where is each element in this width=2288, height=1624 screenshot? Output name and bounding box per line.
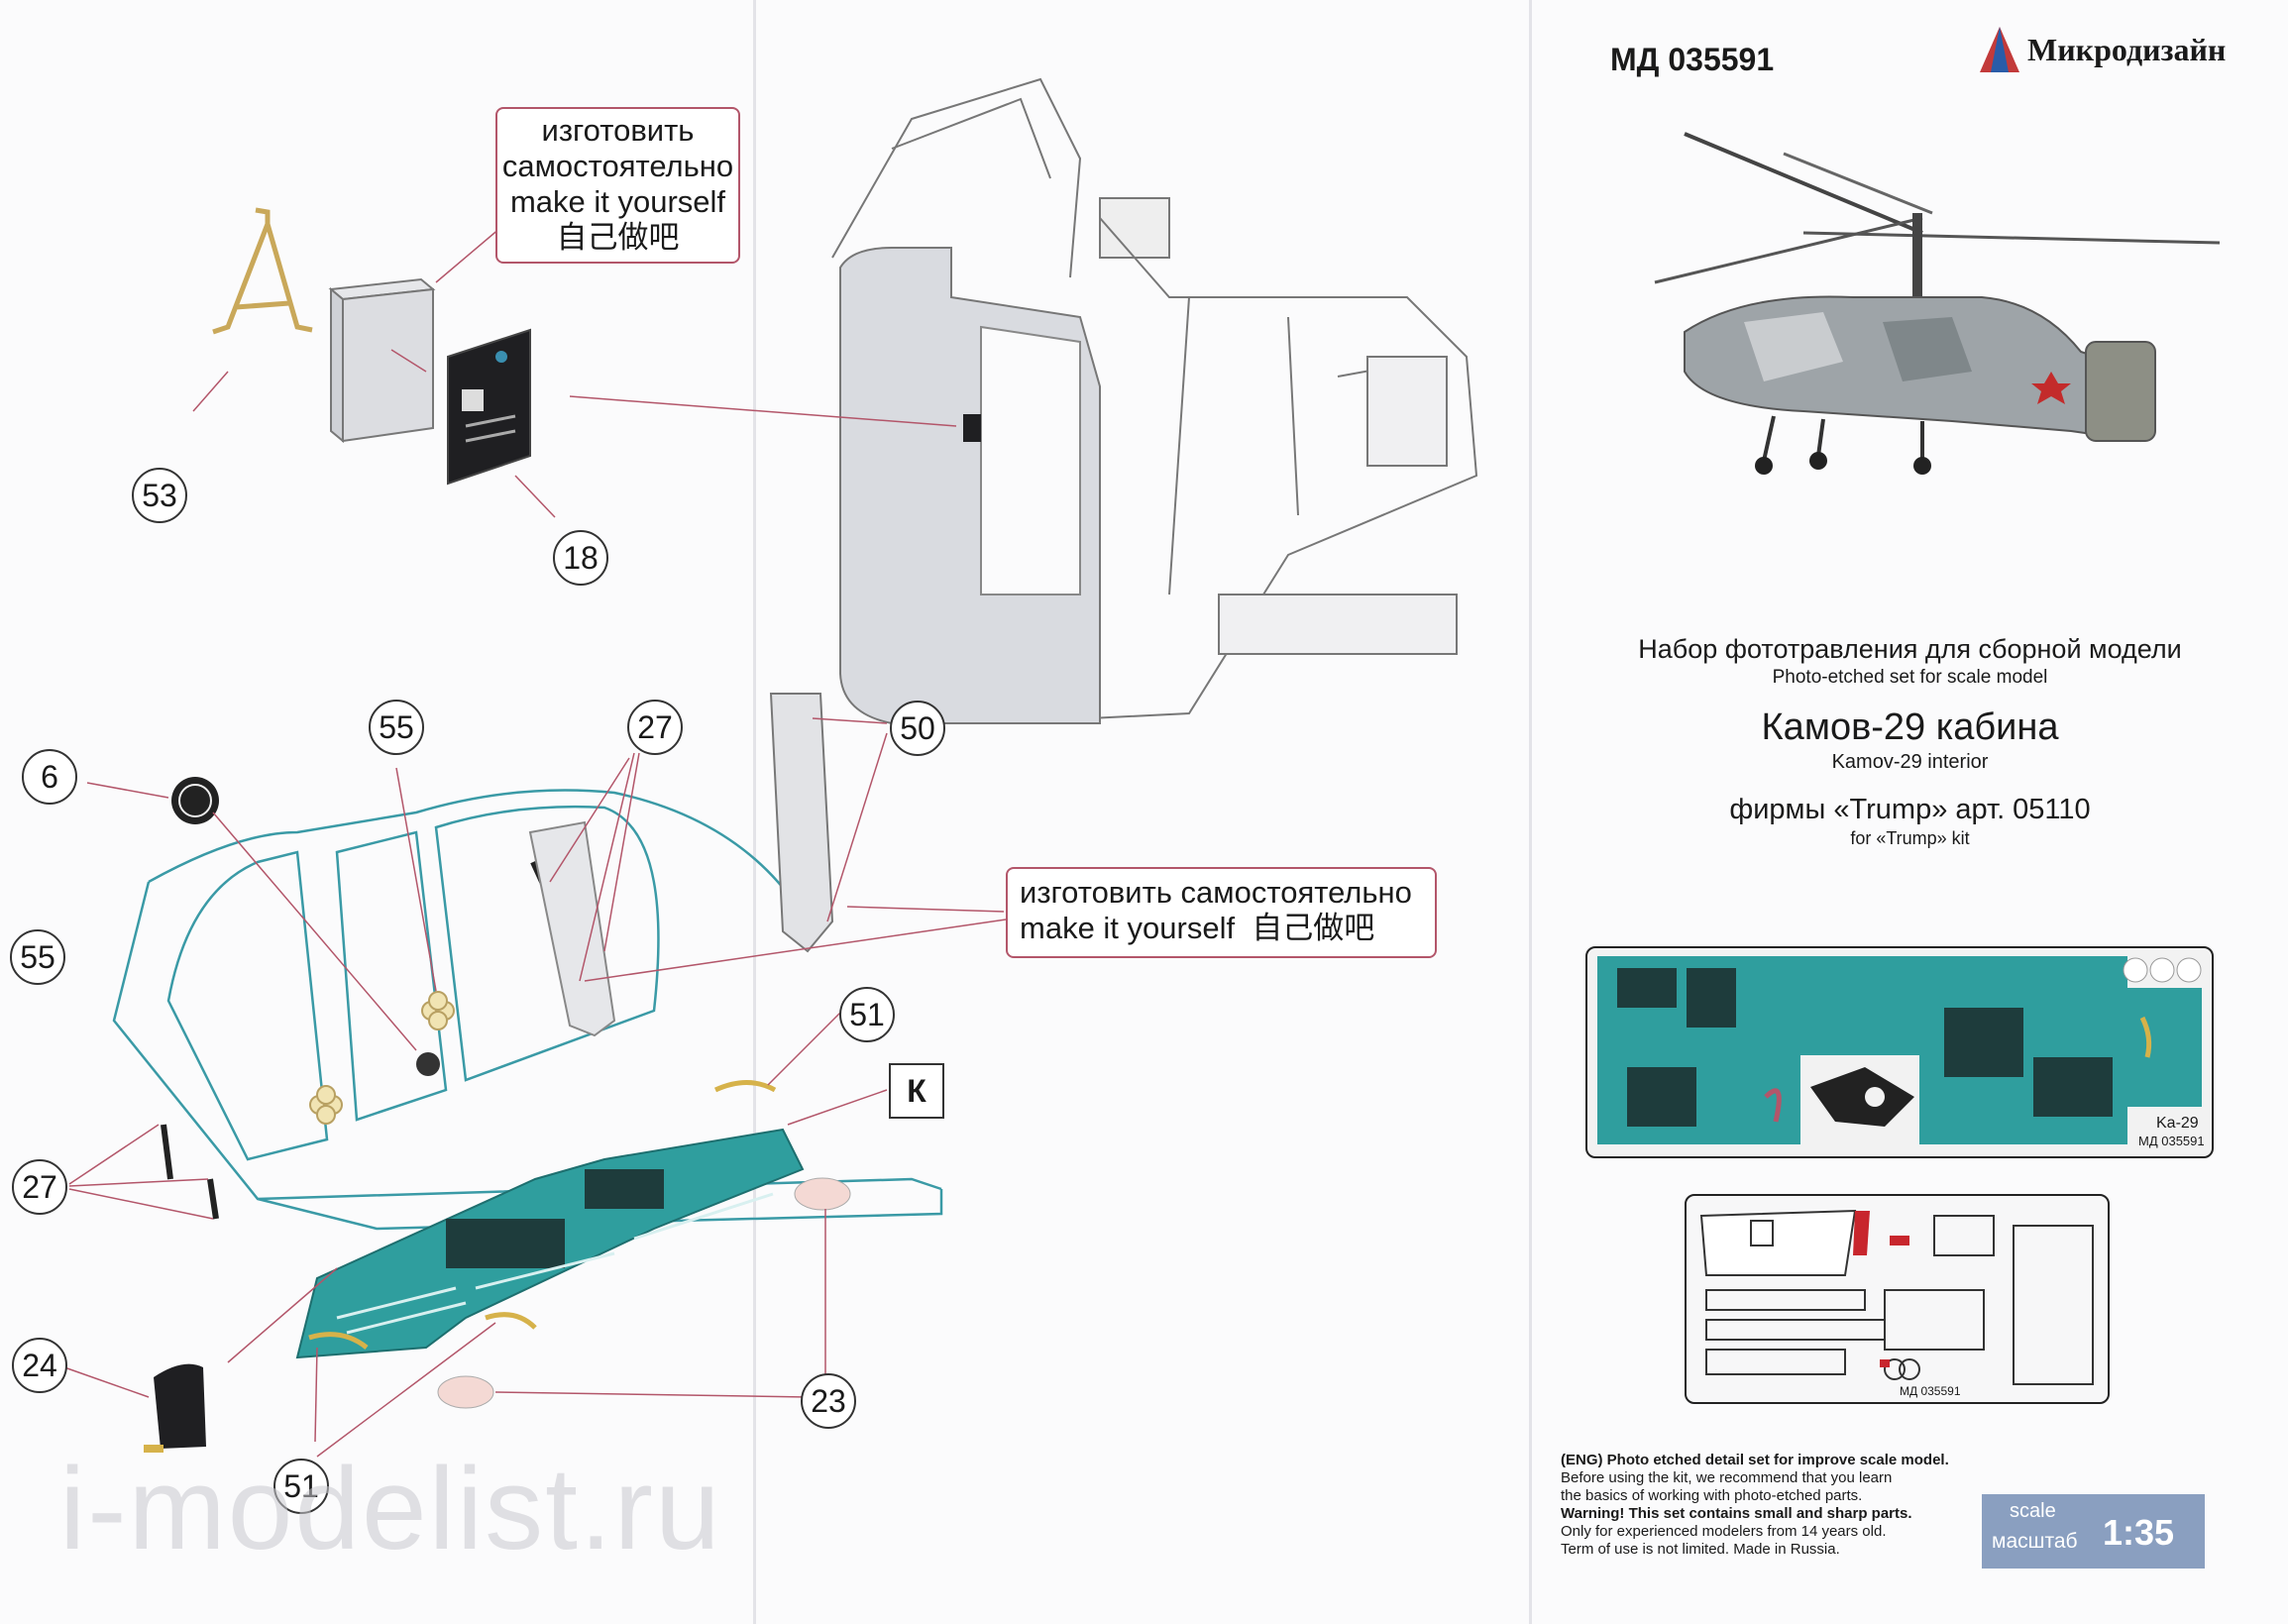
scale-badge: scale масштаб 1:35 — [1982, 1494, 2205, 1569]
part-number-6: 6 — [22, 749, 77, 805]
instrument-panel-part — [295, 1128, 805, 1359]
part-number-53: 53 — [132, 468, 187, 523]
product-name-en: Kamov-29 interior — [1831, 751, 1989, 773]
callout-line-4: 自己做吧 — [556, 220, 680, 255]
note-line-2: Before using the kit, we recommend that … — [1561, 1469, 1893, 1486]
cockpit-drawing — [831, 77, 1478, 725]
usage-notes: (ENG) Photo etched detail set for improv… — [1561, 1452, 1949, 1559]
fold-line-1 — [753, 0, 756, 1624]
pe-fret-metal-art — [1699, 1209, 2094, 1385]
product-title-ru: Набор фототравления для сборной модели — [1638, 634, 2182, 664]
panel-part-18 — [447, 328, 531, 486]
fret-label-ka29: Ka-29 — [2156, 1115, 2199, 1132]
part-number-50: 50 — [890, 701, 945, 756]
part-letter-k: К — [889, 1063, 944, 1119]
gauge-part-6 — [171, 777, 219, 824]
product-info: Набор фототравления для сборной модели P… — [1532, 634, 2288, 849]
part-number-23-right: 23 — [801, 1373, 856, 1429]
part-number-51-lower: 51 — [273, 1459, 329, 1514]
fret-metal-label-code: МД 035591 — [1900, 1384, 1961, 1398]
cockpit-side-wall — [839, 247, 1101, 724]
helicopter-photo — [1654, 132, 2221, 475]
part-number-55-upper: 55 — [369, 700, 424, 755]
make-yourself-callout-top: изготовить самостоятельно make it yourse… — [495, 107, 740, 264]
bracket-part-53 — [212, 207, 313, 335]
left-panel — [0, 0, 753, 1624]
scale-label-en: scale — [2010, 1500, 2056, 1522]
product-code: МД 035591 — [1610, 42, 1775, 77]
callout-mid-ru: изготовить самостоятельно — [1020, 875, 1412, 910]
note-line-3: the basics of working with photo-etched … — [1561, 1487, 1863, 1504]
assembly-diagram — [63, 77, 1478, 1458]
part-number-51-upper: 51 — [839, 987, 895, 1042]
pe-fret-color-art — [1597, 956, 2202, 1144]
product-kit-en: for «Trump» kit — [1850, 828, 1970, 848]
scale-value: 1:35 — [2103, 1512, 2175, 1553]
strips-part-27 — [161, 860, 586, 1220]
watermark: i-modelist.ru — [59, 1444, 722, 1574]
product-title-en: Photo-etched set for scale model — [1772, 667, 2048, 688]
part-number-27-left: 27 — [12, 1159, 67, 1215]
note-line-5: Only for experienced modelers from 14 ye… — [1561, 1523, 1887, 1540]
callout-mid-en-zh: make it yourself 自己做吧 — [1020, 911, 1375, 945]
note-line-1: (ENG) Photo etched detail set for improv… — [1561, 1452, 1949, 1468]
box-part — [328, 277, 436, 444]
pad-part-23-lower — [437, 1375, 494, 1409]
callout-line-2: самостоятельно — [501, 149, 734, 183]
part-number-27-upper: 27 — [627, 700, 683, 755]
pe-fret-color: Ka-29 МД 035591 — [1585, 946, 2214, 1158]
part-number-24: 24 — [12, 1338, 67, 1393]
bracket-part-24 — [144, 1363, 206, 1453]
part-number-18: 18 — [553, 530, 608, 586]
callout-line-1: изготовить — [541, 113, 695, 148]
leader-lines — [63, 227, 1007, 1458]
fret-label-code: МД 035591 — [2138, 1134, 2205, 1148]
brand-name: Микродизайн — [2027, 32, 2227, 67]
pe-fret-metal: МД 035591 — [1685, 1194, 2110, 1404]
tube-part-50 — [528, 693, 834, 1037]
product-kit-ru: фирмы «Trump» арт. 05110 — [1729, 794, 2091, 825]
part-number-55-left: 55 — [10, 929, 65, 985]
fold-line-2 — [1529, 0, 1532, 1624]
small-gauge — [416, 1052, 440, 1076]
make-yourself-callout-mid: изготовить самостоятельно make it yourse… — [1006, 867, 1437, 958]
callout-line-3: make it yourself — [509, 184, 726, 219]
note-line-6: Term of use is not limited. Made in Russ… — [1561, 1541, 1840, 1558]
scale-label-ru: масштаб — [1992, 1530, 2078, 1553]
canopy-frame — [112, 789, 943, 1231]
flower-parts-55 — [309, 991, 455, 1125]
brand-logo-icon — [1980, 27, 2019, 72]
product-name-ru: Камов-29 кабина — [1761, 706, 2059, 748]
note-line-4: Warning! This set contains small and sha… — [1561, 1505, 1912, 1522]
pad-part-23-upper — [794, 1177, 851, 1211]
handles-part-51 — [308, 1080, 777, 1350]
